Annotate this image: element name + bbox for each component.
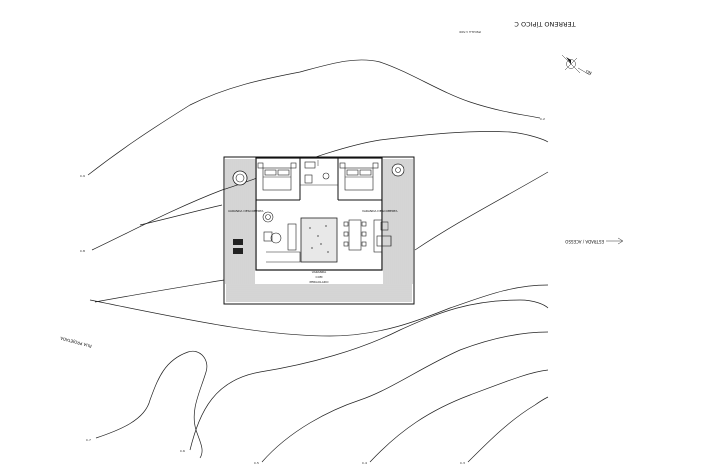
sheet-scale: ESCALA 1:500 — [459, 30, 480, 34]
contour-line — [261, 331, 549, 463]
contour-label: C.2 — [540, 117, 545, 121]
contour-labels: C.9 C.8 C.7 C.6 C.5 C.4 C.3 C.2 — [80, 117, 545, 465]
deck-hatch-bottom — [226, 284, 412, 302]
bed-left-icon — [257, 162, 297, 191]
bed-right-icon — [339, 162, 379, 191]
contour-line — [91, 131, 549, 251]
road-label: RUA PROJETADA — [59, 336, 92, 349]
deck-outline — [223, 156, 415, 305]
contour-line — [95, 350, 208, 459]
contour-label: C.9 — [80, 174, 85, 178]
contour-label: C.7 — [86, 438, 91, 442]
veranda-left-label: VARANDA DESCOBERTA — [228, 209, 264, 213]
contour-line — [369, 369, 549, 463]
contour-label: C.8 — [80, 249, 85, 253]
kitchen-counter-icon — [373, 219, 392, 253]
veranda-bottom-label-3: PERGOLADO — [310, 280, 330, 284]
deck-hatch-right — [383, 159, 413, 284]
contour-lines — [87, 59, 549, 463]
veranda-bottom-label-2: COM — [315, 275, 322, 279]
access-marker: ESTRADA / ACESSO — [565, 237, 624, 245]
lounge-chairs-icon — [233, 239, 243, 254]
contour-label: C.6 — [180, 449, 185, 453]
north-label: NG — [585, 69, 592, 76]
hot-tub-icon — [232, 170, 248, 186]
contour-line — [139, 204, 223, 226]
sheet-title: TERRENO TÍPICO C — [514, 20, 577, 29]
living-furniture-icon — [262, 211, 301, 263]
contour-label: C.3 — [460, 461, 465, 465]
contour-label: C.4 — [362, 461, 367, 465]
outdoor-table-icon — [391, 163, 405, 177]
bathroom-fixtures-icon — [304, 160, 330, 184]
house-plan: VARANDA DESCOBERTA VARANDA DESCOBERTA VA… — [223, 156, 415, 305]
north-arrow-icon: NG — [561, 54, 592, 76]
contour-line — [89, 284, 549, 337]
veranda-bottom-label-1: VARANDA — [312, 270, 327, 274]
contour-line — [189, 299, 549, 451]
room-labels: VARANDA DESCOBERTA VARANDA DESCOBERTA VA… — [228, 209, 398, 284]
contour-line — [87, 59, 541, 176]
arrow-right-icon — [617, 237, 624, 245]
central-stone-block — [300, 217, 338, 263]
contour-line — [467, 396, 549, 463]
contour-line — [94, 171, 549, 303]
contour-label: C.5 — [254, 461, 259, 465]
veranda-right-label: VARANDA DESCOBERTA — [362, 209, 398, 213]
access-label: ESTRADA / ACESSO — [565, 239, 604, 244]
dining-table-icon — [343, 219, 367, 251]
sheet-title-block: TERRENO TÍPICO C ESCALA 1:500 — [459, 20, 576, 34]
